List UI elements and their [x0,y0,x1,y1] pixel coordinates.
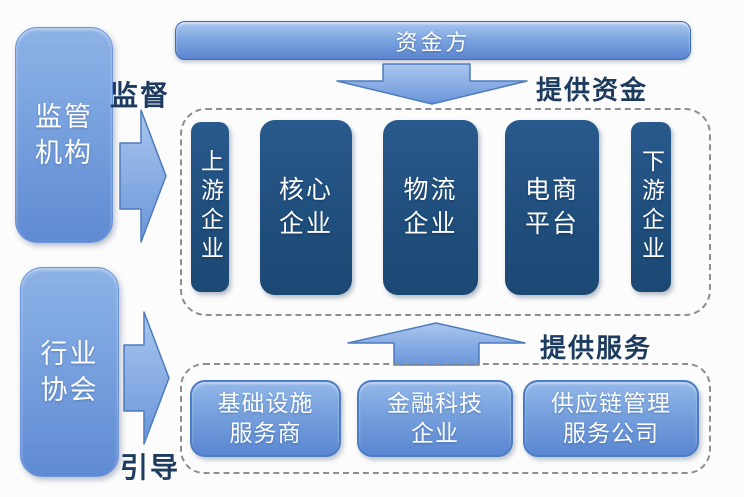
core-enterprise-box: 核心 企业 [260,120,352,295]
logistics-enterprise-box: 物流 企业 [383,120,478,295]
association-label-line1: 行业 [40,338,99,369]
logistics-enterprise-label-line1: 物流 [403,175,458,204]
downstream-enterprise-box: 下游企业 [631,122,671,292]
fintech-enterprise-label-line2: 企业 [411,419,459,446]
right-block-arrow-supervise [119,109,167,243]
ecommerce-platform-label-line2: 平台 [524,209,579,238]
regulator-box: 监管 机构 [15,27,113,243]
scm-service-company-box: 供应链管理 服务公司 [523,380,699,457]
upstream-enterprise-box: 上游企业 [191,122,229,292]
ecommerce-platform-box: 电商 平台 [505,120,599,295]
ecommerce-platform-label-line1: 电商 [524,175,579,204]
core-enterprise-label-line2: 企业 [278,209,333,238]
scm-service-company-label-line1: 供应链管理 [551,389,671,416]
infrastructure-provider-label-line2: 服务商 [229,419,302,446]
association-box: 行业 协会 [20,267,119,477]
down-block-arrow-funds [336,63,528,105]
funder-bar-label: 资金方 [395,29,471,55]
fintech-enterprise-label-line1: 金融科技 [387,389,483,416]
core-enterprise-label-line1: 核心 [278,175,333,204]
association-label-line2: 协会 [40,375,99,405]
up-block-arrow-services [347,322,526,366]
fintech-enterprise-box: 金融科技 企业 [357,380,513,457]
guide-label: 引导 [120,452,181,483]
infrastructure-provider-label-line1: 基础设施 [217,389,314,416]
core-enterprises-group [180,108,711,316]
provide-services-label: 提供服务 [540,333,653,363]
right-block-arrow-guide [123,311,170,445]
service-providers-group [180,363,711,474]
downstream-enterprise-label: 下游企业 [638,149,665,265]
scm-service-company-label-line2: 服务公司 [563,419,659,446]
supervise-label: 监督 [110,80,171,111]
regulator-label-line2: 机构 [35,138,93,168]
funder-bar: 资金方 [175,21,691,60]
upstream-enterprise-label: 上游企业 [197,149,224,265]
provide-funds-label: 提供资金 [536,75,649,105]
infrastructure-provider-box: 基础设施 服务商 [190,380,341,457]
regulator-label-line1: 监管 [35,101,93,132]
logistics-enterprise-label-line2: 企业 [403,209,458,238]
